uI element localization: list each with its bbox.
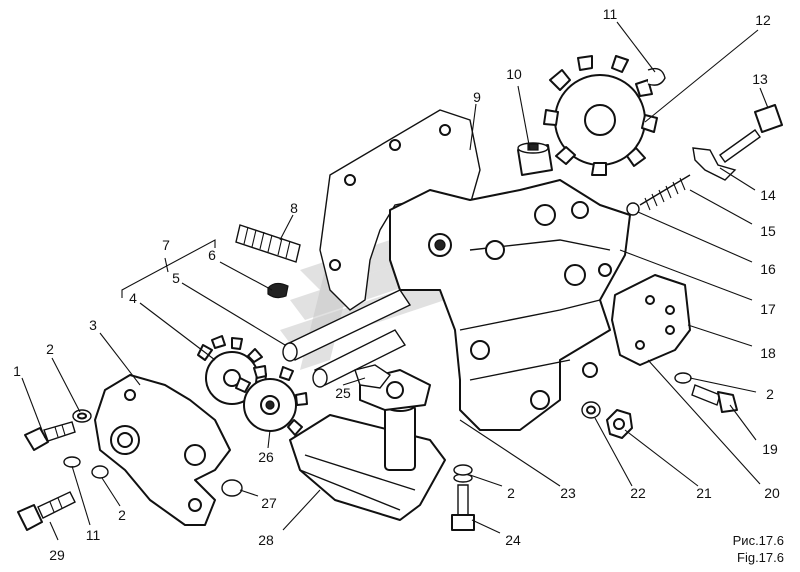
callout-29: 29 xyxy=(49,547,65,563)
callout-22: 22 xyxy=(630,485,646,501)
callout-11: 11 xyxy=(603,6,618,22)
washer-2c xyxy=(453,464,473,476)
lock-washer-14 xyxy=(692,147,737,181)
plunger-13 xyxy=(719,104,783,163)
callout-3: 3 xyxy=(89,317,97,333)
callout-labels: 1 2 3 4 5 6 7 8 9 10 11 12 13 14 15 16 1… xyxy=(13,6,780,563)
callout-12: 12 xyxy=(755,12,771,28)
washer-22 xyxy=(581,401,601,419)
callout-6: 6 xyxy=(208,247,216,263)
shaft-part xyxy=(282,289,412,388)
small-gasket-25 xyxy=(354,364,392,389)
callout-5: 5 xyxy=(172,270,180,286)
callout-2-bottom: 2 xyxy=(507,485,515,501)
callout-16: 16 xyxy=(760,261,776,277)
callout-23: 23 xyxy=(560,485,576,501)
caption-en: Fig.17.6 xyxy=(737,550,784,565)
callout-14: 14 xyxy=(760,187,776,203)
stud-part xyxy=(235,224,301,263)
bolt-1 xyxy=(24,421,76,451)
callout-11-bottom: 11 xyxy=(86,527,101,543)
pump-cover xyxy=(94,374,231,526)
oil-strainer xyxy=(289,369,446,521)
drive-gear xyxy=(235,365,308,436)
callout-10: 10 xyxy=(506,66,522,82)
snap-ring-11a xyxy=(63,456,81,468)
washer-2b xyxy=(91,465,109,479)
callout-24: 24 xyxy=(505,532,521,548)
snap-ring-11b xyxy=(647,67,666,86)
sprocket-12 xyxy=(543,55,658,176)
callout-28: 28 xyxy=(258,532,274,548)
bushing-27 xyxy=(221,479,243,497)
caption-ru: Рис.17.6 xyxy=(733,533,784,548)
callout-2: 2 xyxy=(46,341,54,357)
filter-cap xyxy=(611,274,691,366)
callout-7: 7 xyxy=(162,237,170,253)
bolt-29 xyxy=(17,491,76,531)
callout-18: 18 xyxy=(760,345,776,361)
callout-17: 17 xyxy=(760,301,776,317)
callout-2-left: 2 xyxy=(118,507,126,523)
plug-10 xyxy=(517,142,553,176)
figure-caption: Рис.17.6 Fig.17.6 xyxy=(733,533,784,565)
bolt-24 xyxy=(451,473,475,531)
nut-21 xyxy=(606,409,633,439)
callout-21: 21 xyxy=(696,485,712,501)
group-bracket-7 xyxy=(121,239,216,298)
callout-2-right: 2 xyxy=(766,386,774,402)
callout-26: 26 xyxy=(258,449,274,465)
ball-16 xyxy=(626,202,640,216)
key-part xyxy=(267,282,289,299)
callout-19: 19 xyxy=(762,441,778,457)
callout-27: 27 xyxy=(261,495,277,511)
callout-4: 4 xyxy=(129,290,137,306)
callout-20: 20 xyxy=(764,485,780,501)
callout-8: 8 xyxy=(290,200,298,216)
callout-13: 13 xyxy=(752,71,768,87)
washer-2a xyxy=(72,409,92,423)
callout-1: 1 xyxy=(13,363,21,379)
callout-25: 25 xyxy=(335,385,351,401)
callout-9: 9 xyxy=(473,89,481,105)
pump-body xyxy=(389,179,631,431)
gasket-part xyxy=(319,109,481,311)
spring-15 xyxy=(639,174,691,211)
washer-2d xyxy=(674,372,692,384)
bolt-19 xyxy=(691,384,738,413)
callout-15: 15 xyxy=(760,223,776,239)
leader-lines xyxy=(21,21,769,541)
